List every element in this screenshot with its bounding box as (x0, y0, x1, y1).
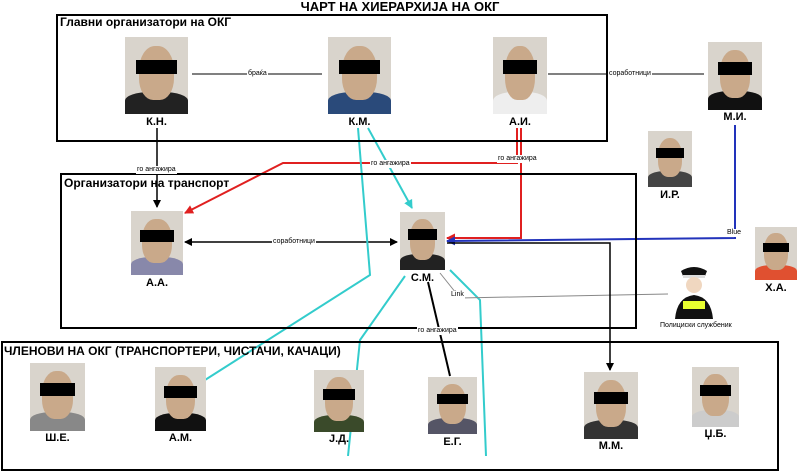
photo-tsb (692, 367, 739, 427)
name-mm: М.М. (598, 440, 624, 452)
name-sm: С.М. (410, 272, 435, 284)
name-eg: Е.Г. (443, 436, 462, 448)
name-am: А.М. (168, 432, 193, 444)
link-officer-sm-2 (459, 293, 669, 299)
name-ai: А.И. (509, 116, 531, 128)
edge-label-ai-sm: го ангажира (497, 155, 538, 163)
name-km: К.М. (348, 116, 371, 128)
photo-jd (314, 370, 364, 432)
link-sm-members (449, 269, 487, 456)
link-mi-sm (446, 125, 736, 246)
photo-km (328, 37, 391, 114)
chart-title: ЧАРТ НА ХИЕРАРХИЈА НА ОКГ (300, 0, 500, 14)
edge-label-sm-eg: го ангажира (417, 327, 458, 335)
members-label: ЧЛЕНОВИ НА ОКГ (ТРАНСПОРТЕРИ, ЧИСТАЧИ, К… (4, 344, 341, 358)
photo-xa (755, 227, 797, 280)
edge-label-km-aa: го ангажира (370, 160, 411, 168)
name-xa: Х.А. (765, 282, 787, 294)
name-mi: М.И. (723, 111, 747, 123)
connections-layer (153, 73, 736, 456)
photo-am (155, 367, 206, 431)
name-ir: И.Р. (660, 189, 680, 201)
edge-label-ai-mi: соработници (608, 70, 652, 78)
photo-aa (131, 211, 183, 275)
photo-ai (493, 37, 547, 114)
edge-label-kn-km: браќа (247, 70, 268, 78)
police-officer-label: Полициски службеник (660, 322, 732, 329)
main-organizers-box (56, 14, 608, 142)
photo-ir (648, 131, 692, 187)
police-officer-icon (671, 263, 717, 319)
members-box (1, 341, 779, 471)
transport-organizers-label: Организатори на транспорт (64, 176, 230, 190)
name-tsb: Џ.Б. (704, 428, 727, 440)
name-jd: Ј.Д. (328, 433, 350, 445)
photo-sm (400, 212, 445, 270)
link-km-am (204, 127, 372, 381)
edge-label-officer-sm: Link (450, 291, 465, 299)
photo-kn (125, 37, 188, 114)
edge-label-aa-sm: соработници (272, 238, 316, 246)
main-organizers-label: Главни организатори на ОКГ (60, 15, 232, 29)
link-ai-sm (446, 128, 522, 243)
name-aa: А.А. (146, 277, 168, 289)
edge-label-kn-aa: го ангажира (136, 166, 177, 174)
name-she: Ш.Е. (45, 432, 70, 444)
edge-label-mi-sm: Blue (726, 229, 743, 237)
photo-mi (708, 42, 762, 110)
photo-she (30, 363, 85, 431)
name-kn: К.Н. (146, 116, 167, 128)
photo-mm (584, 372, 638, 439)
transport-organizers-box (60, 173, 637, 329)
photo-eg (428, 377, 477, 434)
